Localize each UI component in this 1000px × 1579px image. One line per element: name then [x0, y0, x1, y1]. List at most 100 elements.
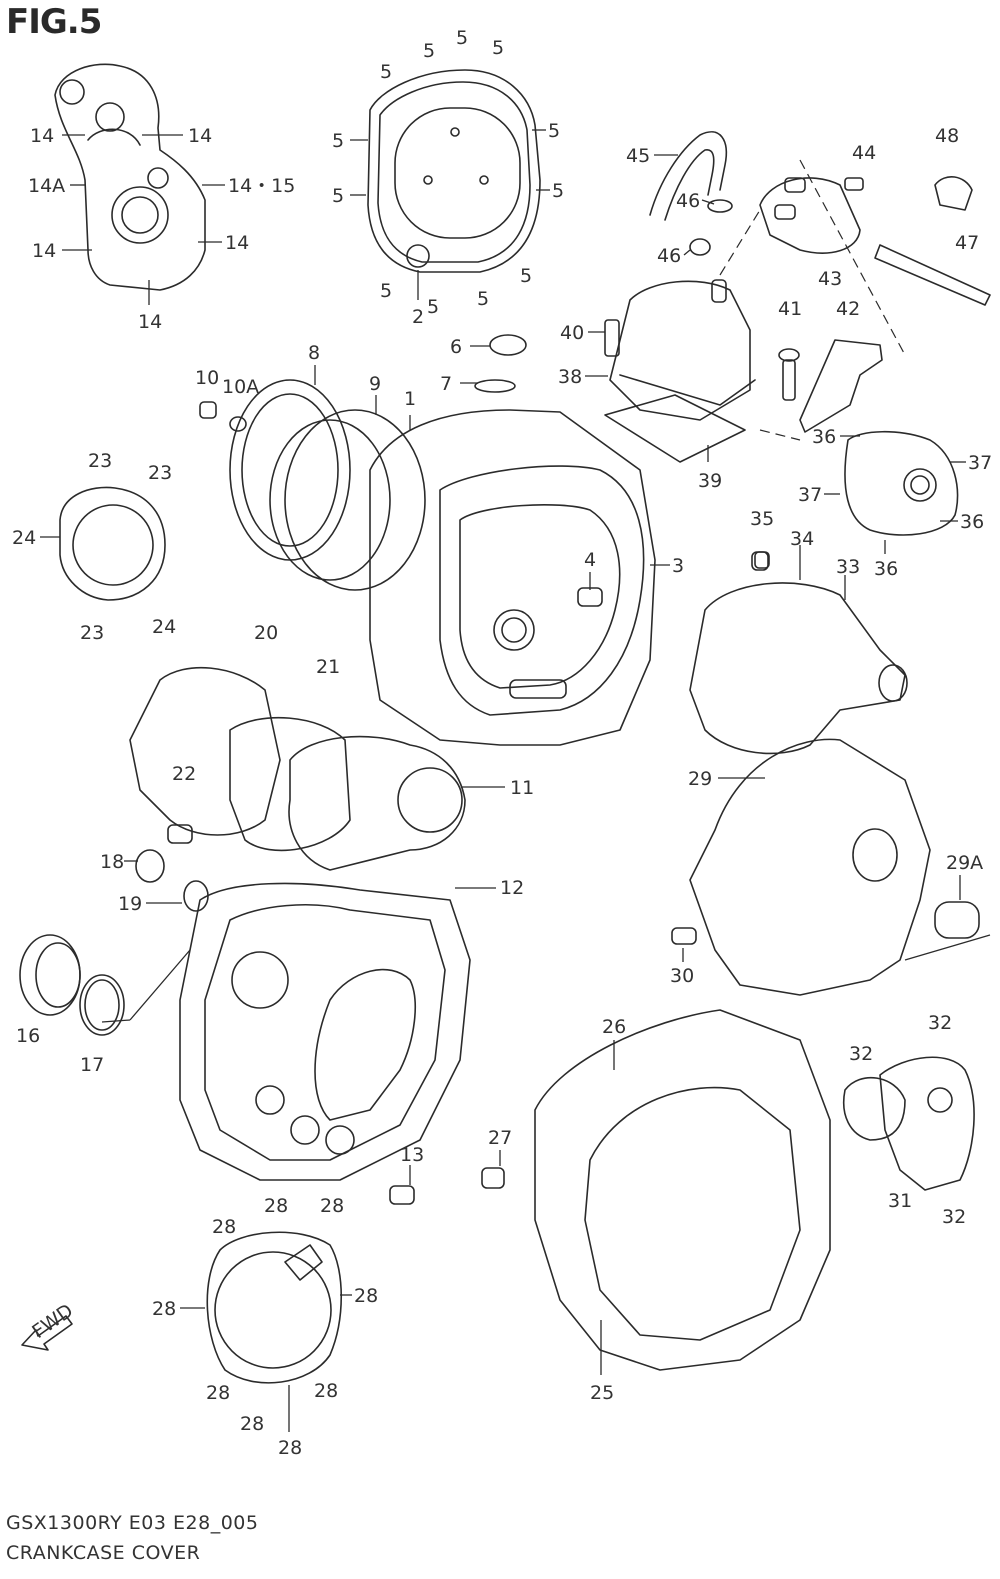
callout-23: 23 [88, 450, 112, 472]
callout-4: 4 [584, 549, 596, 571]
part-bolt-40 [604, 319, 620, 357]
part-hose-45 [649, 131, 727, 221]
callout-14: 14 [138, 311, 162, 333]
callout-31: 31 [888, 1190, 912, 1212]
callout-7: 7 [440, 373, 452, 395]
callout-47: 47 [955, 232, 979, 254]
part-dowel-22 [167, 824, 193, 844]
callout-48: 48 [935, 125, 959, 147]
part-cover-36 [844, 430, 959, 536]
part-bolt-44 [844, 177, 864, 191]
callout-5: 5 [548, 120, 560, 142]
callout-6: 6 [450, 336, 462, 358]
part-cover-29 [671, 738, 980, 996]
callout-28: 28 [278, 1437, 302, 1459]
part-center-cover [369, 409, 656, 746]
callout-43: 43 [818, 268, 842, 290]
part-dowel-4 [577, 587, 603, 607]
callout-14: 14 [32, 240, 56, 262]
callout-46: 46 [676, 190, 700, 212]
callout-2: 2 [412, 306, 424, 328]
callout-13: 13 [400, 1144, 424, 1166]
small-parts [167, 177, 864, 1205]
callout-30: 30 [670, 965, 694, 987]
part-bracket-42 [778, 339, 883, 433]
callout-28: 28 [212, 1216, 236, 1238]
part-cover-12 [179, 882, 471, 1181]
part-bolt-10 [199, 401, 217, 419]
callout-28: 28 [240, 1413, 264, 1435]
part-pump-cover [129, 666, 466, 871]
part-pipe-47 [874, 244, 991, 306]
part-clamp-46b [707, 199, 733, 213]
callout-5: 5 [492, 37, 504, 59]
figure-code: GSX1300RY E03 E28_005 [6, 1512, 259, 1534]
callout-38: 38 [558, 366, 582, 388]
part-dowel-13 [389, 1185, 415, 1205]
callout-44: 44 [852, 142, 876, 164]
callout-28: 28 [152, 1298, 176, 1320]
callout-14: 14 [188, 125, 212, 147]
part-breather-box [604, 279, 756, 463]
callout-14: 14 [225, 232, 249, 254]
callout-14a: 14A [28, 175, 65, 197]
callout-32: 32 [942, 1206, 966, 1228]
callout-17: 17 [80, 1054, 104, 1076]
callout-10: 10 [195, 367, 219, 389]
callout-5: 5 [477, 288, 489, 310]
callout-16: 16 [16, 1025, 40, 1047]
callout-32: 32 [849, 1043, 873, 1065]
fwd-label: FWD [28, 1300, 77, 1343]
callout-5: 5 [332, 130, 344, 152]
callout-28: 28 [354, 1285, 378, 1307]
figure-name: CRANKCASE COVER [6, 1542, 201, 1564]
callout-18: 18 [100, 851, 124, 873]
callout-29a: 29A [946, 852, 983, 874]
callout-25: 25 [590, 1382, 614, 1404]
callout-40: 40 [560, 322, 584, 344]
callout-12: 12 [500, 877, 524, 899]
callout-8: 8 [308, 342, 320, 364]
part-seal-16-17 [19, 934, 125, 1036]
callout-3: 3 [672, 555, 684, 577]
callout-5: 5 [332, 185, 344, 207]
callout-27: 27 [488, 1127, 512, 1149]
part-washer-10a [229, 416, 247, 432]
callout-23: 23 [80, 622, 104, 644]
callout-5: 5 [427, 296, 439, 318]
callout-29: 29 [688, 768, 712, 790]
callout-9: 9 [369, 373, 381, 395]
callout-26: 26 [602, 1016, 626, 1038]
callout-23: 23 [148, 462, 172, 484]
callout-28: 28 [320, 1195, 344, 1217]
part-rotor-plate [229, 379, 426, 591]
callout-36: 36 [812, 426, 836, 448]
callout-42: 42 [836, 298, 860, 320]
callout-24: 24 [152, 616, 176, 638]
callout-41: 41 [778, 298, 802, 320]
callout-35: 35 [750, 508, 774, 530]
part-cover-33 [689, 551, 908, 755]
callout-5: 5 [552, 180, 564, 202]
callout-19: 19 [118, 893, 142, 915]
callout-46: 46 [657, 245, 681, 267]
part-cover-31 [843, 1056, 975, 1191]
callout-11: 11 [510, 777, 534, 799]
callout-45: 45 [626, 145, 650, 167]
callout-22: 22 [172, 763, 196, 785]
callout-5: 5 [380, 280, 392, 302]
part-cover-25 [481, 1009, 831, 1371]
callout-14-15: 14・15 [228, 175, 295, 197]
callout-14: 14 [30, 125, 54, 147]
part-dowel-35 [751, 551, 769, 571]
part-cover-14 [54, 63, 206, 291]
callout-1: 1 [404, 388, 416, 410]
part-cover-23 [59, 486, 166, 601]
callout-28: 28 [314, 1380, 338, 1402]
part-clip-48 [934, 176, 973, 211]
part-cap-6 [489, 334, 527, 356]
callout-labels: 14 14 14A 14・15 14 14 14 5 5 5 5 5 5 5 5… [12, 27, 992, 1459]
part-clamp-46a [689, 238, 711, 256]
reference-lines [101, 159, 991, 1023]
